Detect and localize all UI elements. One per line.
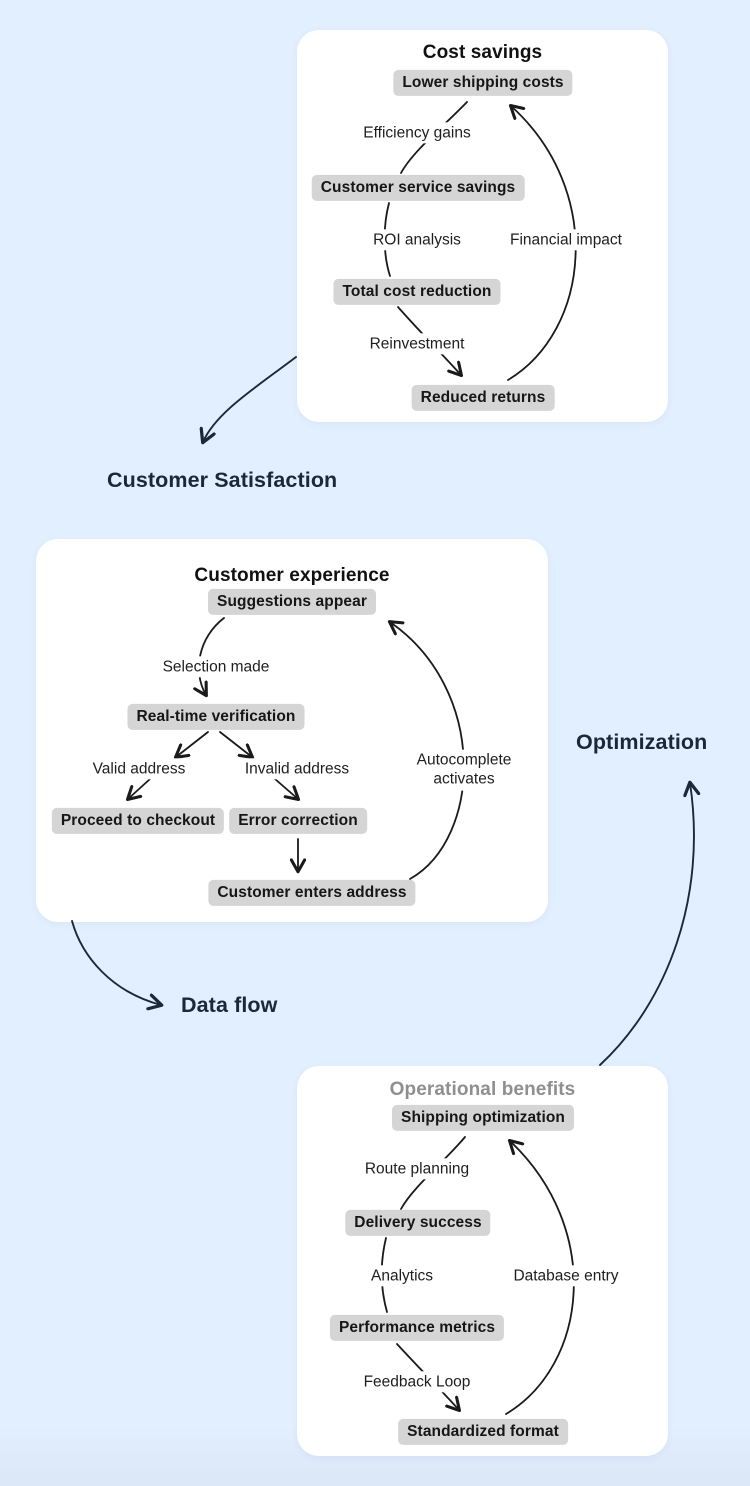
node-shipping-optimization: Shipping optimization (392, 1104, 574, 1132)
heading-data-flow: Data flow (181, 993, 278, 1017)
edge-label-financial-impact: Financial impact (506, 229, 626, 251)
node-error-correction: Error correction (229, 807, 367, 835)
edge-label-analytics: Analytics (366, 1265, 438, 1287)
node-lower-shipping-costs: Lower shipping costs (393, 69, 573, 97)
edge-label-roi-analysis: ROI analysis (369, 229, 465, 251)
card-title: Cost savings (422, 42, 543, 63)
card-title: Customer experience (194, 565, 390, 586)
card-title: Operational benefits (389, 1079, 576, 1100)
node-reduced-returns: Reduced returns (411, 384, 555, 412)
edge-label-efficiency-gains: Efficiency gains (359, 122, 475, 144)
edge-database-entry-arrow (505, 1141, 575, 1415)
edge-to-invalid-address-arrow (219, 731, 252, 757)
card-customer-experience: Customer experience Suggestions appear R… (36, 539, 548, 922)
edge-label-valid-address: Valid address (88, 758, 190, 780)
edge-label-selection-made: Selection made (158, 656, 274, 678)
connector-arrow-to-optimization (599, 783, 694, 1066)
edge-label-autocomplete-activates: Autocomplete activates (403, 749, 525, 791)
node-performance-metrics: Performance metrics (329, 1314, 505, 1342)
node-proceed-to-checkout: Proceed to checkout (51, 807, 225, 835)
edge-label-invalid-address: Invalid address (240, 758, 354, 780)
connector-arrow-to-data-flow (71, 920, 161, 1005)
edge-to-valid-address-arrow (176, 731, 209, 757)
heading-customer-satisfaction: Customer Satisfaction (107, 468, 338, 492)
edge-invalid-to-error-arrow (274, 778, 298, 799)
node-customer-enters-address: Customer enters address (208, 879, 416, 907)
card-operational-benefits: Operational benefits Shipping optimizati… (297, 1066, 668, 1456)
node-total-cost-reduction: Total cost reduction (333, 278, 501, 306)
edge-label-database-entry: Database entry (509, 1265, 623, 1287)
edge-selection-made-arrow (199, 617, 225, 695)
node-suggestions-appear: Suggestions appear (208, 588, 376, 616)
node-delivery-success: Delivery success (345, 1209, 491, 1237)
node-real-time-verification: Real-time verification (127, 703, 305, 731)
node-standardized-format: Standardized format (398, 1418, 568, 1446)
edge-label-reinvestment: Reinvestment (365, 333, 469, 355)
edge-label-feedback-loop: Feedback Loop (359, 1371, 475, 1393)
edge-label-route-planning: Route planning (360, 1158, 474, 1180)
edge-financial-impact-arrow (507, 106, 577, 381)
heading-optimization: Optimization (576, 730, 708, 754)
edge-valid-to-checkout-arrow (128, 778, 151, 799)
connector-arrow-to-customer-satisfaction (203, 356, 297, 442)
node-customer-service-savings: Customer service savings (311, 174, 525, 202)
card-cost-savings: Cost savings Lower shipping costs Custom… (297, 30, 668, 422)
